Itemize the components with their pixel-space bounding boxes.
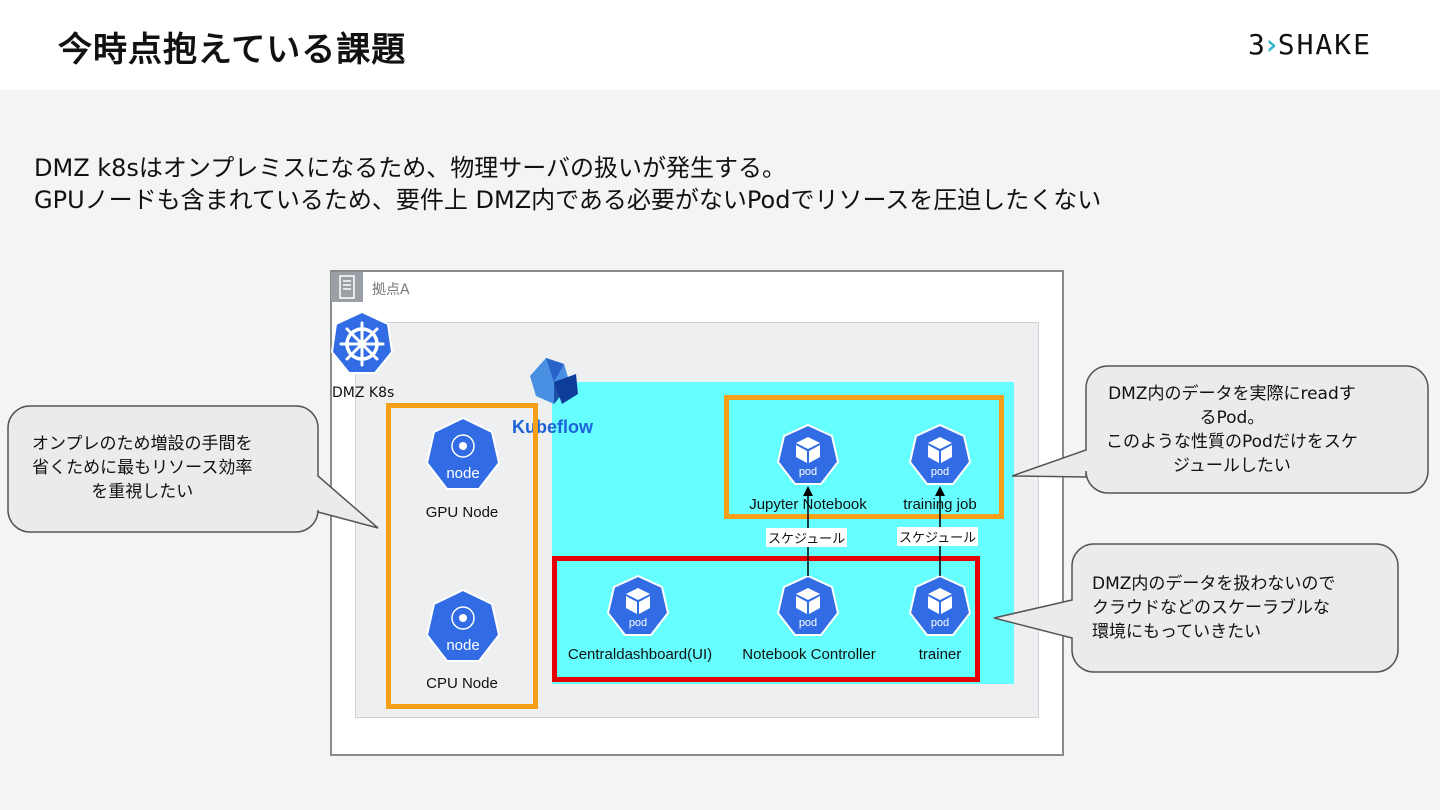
trainer-pod-icon-text: pod: [931, 617, 949, 629]
gpu-node-icon: node: [424, 416, 502, 498]
logo-mark-icon: ›: [1262, 28, 1282, 61]
cpu-node-label: CPU Node: [426, 675, 498, 692]
callout-left-text: オンプレのため増設の手間を 省くために最もリソース効率 を重視したい: [32, 434, 253, 502]
jupyter-pod-icon: pod: [776, 423, 840, 491]
kubeflow-label: Kubeflow: [512, 417, 593, 437]
callout-left-bubble: [7, 405, 379, 533]
jupyter-pod-icon-text: pod: [799, 466, 817, 478]
kubernetes-icon: [330, 310, 394, 380]
cloud-pods-highlight-box: [552, 556, 980, 682]
centraldashboard-pod-icon-text: pod: [629, 617, 647, 629]
server-icon: [331, 272, 363, 302]
kubeflow-logo-icon: [524, 354, 580, 414]
centraldashboard-pod-label: Centraldashboard(UI): [567, 646, 713, 663]
schedule-label-left: スケジュール: [766, 528, 848, 547]
dmz-pods-highlight-box: [724, 395, 1004, 519]
notebook-controller-pod-icon: pod: [776, 574, 840, 642]
trainer-pod-icon: pod: [908, 574, 972, 642]
centraldashboard-pod-icon: pod: [606, 574, 670, 642]
page-title: 今時点抱えている課題: [58, 30, 407, 70]
training-job-pod-icon: pod: [908, 423, 972, 491]
k8s-label: DMZ K8s: [332, 385, 395, 401]
company-logo: 3›SHAKE: [1248, 28, 1372, 61]
nodes-highlight-box: [386, 403, 538, 709]
cpu-node-icon: node: [424, 588, 502, 670]
description-line-2: GPUノードも含まれているため、要件上 DMZ内である必要がないPodでリソース…: [34, 186, 1102, 214]
callout-right-bottom-text: DMZ内のデータを扱わないので クラウドなどのスケーラブルな 環境にもっていきた…: [1092, 574, 1336, 642]
logo-right: SHAKE: [1277, 28, 1373, 61]
description-line-1: DMZ k8sはオンプレミスになるため、物理サーバの扱いが発生する。: [34, 154, 786, 182]
callout-right-bottom-bubble: [993, 543, 1399, 673]
schedule-label-right: スケジュール: [897, 527, 979, 546]
logo-left: 3: [1248, 28, 1267, 61]
cpu-node-icon-text: node: [446, 637, 479, 654]
callout-right-top-text: DMZ内のデータを実際にreadす るPod。 このような性質のPodだけをスケ…: [1106, 384, 1358, 476]
site-label: 拠点A: [372, 282, 410, 298]
header-bar: [0, 0, 1440, 90]
notebook-controller-pod-icon-text: pod: [799, 617, 817, 629]
trainer-pod-label: trainer: [918, 646, 962, 663]
training-job-pod-icon-text: pod: [931, 466, 949, 478]
description: DMZ k8sはオンプレミスになるため、物理サーバの扱いが発生する。 GPUノー…: [34, 152, 1101, 216]
gpu-node-icon-text: node: [446, 465, 479, 482]
gpu-node-label: GPU Node: [425, 504, 499, 521]
notebook-controller-pod-label: Notebook Controller: [742, 646, 876, 663]
callout-right-top-bubble: [1011, 365, 1429, 494]
